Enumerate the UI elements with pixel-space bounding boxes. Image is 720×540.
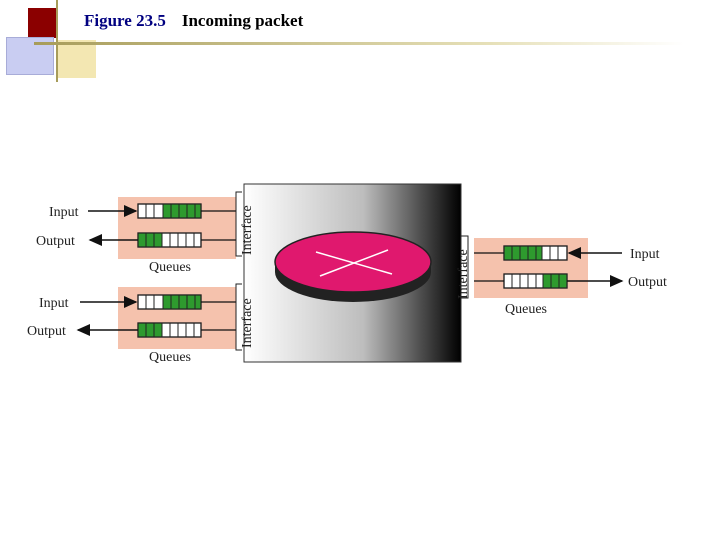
output-label: Output [628, 275, 667, 290]
output-queue [137, 232, 202, 248]
queues-label: Queues [505, 302, 547, 317]
interface-label: Interface [240, 205, 255, 255]
port-right: Input Output Queues Interface [456, 235, 667, 317]
output-label: Output [27, 324, 66, 339]
input-queue [137, 203, 202, 219]
switch-cross-line-2 [319, 249, 389, 277]
figure-number: Figure 23.5 [84, 11, 166, 30]
corner-square-red [28, 8, 56, 38]
input-queue [503, 245, 568, 261]
output-label: Output [36, 234, 75, 249]
interface-label: Interface [456, 249, 471, 299]
output-queue [503, 273, 568, 289]
input-queue [137, 294, 202, 310]
corner-line-vertical [56, 0, 58, 82]
figure-title: Incoming packet [181, 11, 304, 30]
output-queue [137, 322, 202, 338]
input-label: Input [630, 247, 660, 262]
interface-label: Interface [240, 298, 255, 348]
input-label: Input [39, 296, 69, 311]
corner-square-yellow [56, 40, 96, 78]
interface-bracket [235, 283, 242, 351]
port-left-top: Input Output Queues Interface [36, 191, 255, 275]
header-rule [34, 42, 684, 45]
queues-label: Queues [149, 350, 191, 365]
interface-bracket [235, 191, 242, 257]
input-label: Input [49, 205, 79, 220]
interface-bracket [461, 235, 469, 299]
page-title: Figure 23.5 Incoming packet [84, 11, 303, 31]
queues-label: Queues [149, 260, 191, 275]
port-left-bottom: Input Output Queues Interface [27, 283, 255, 365]
